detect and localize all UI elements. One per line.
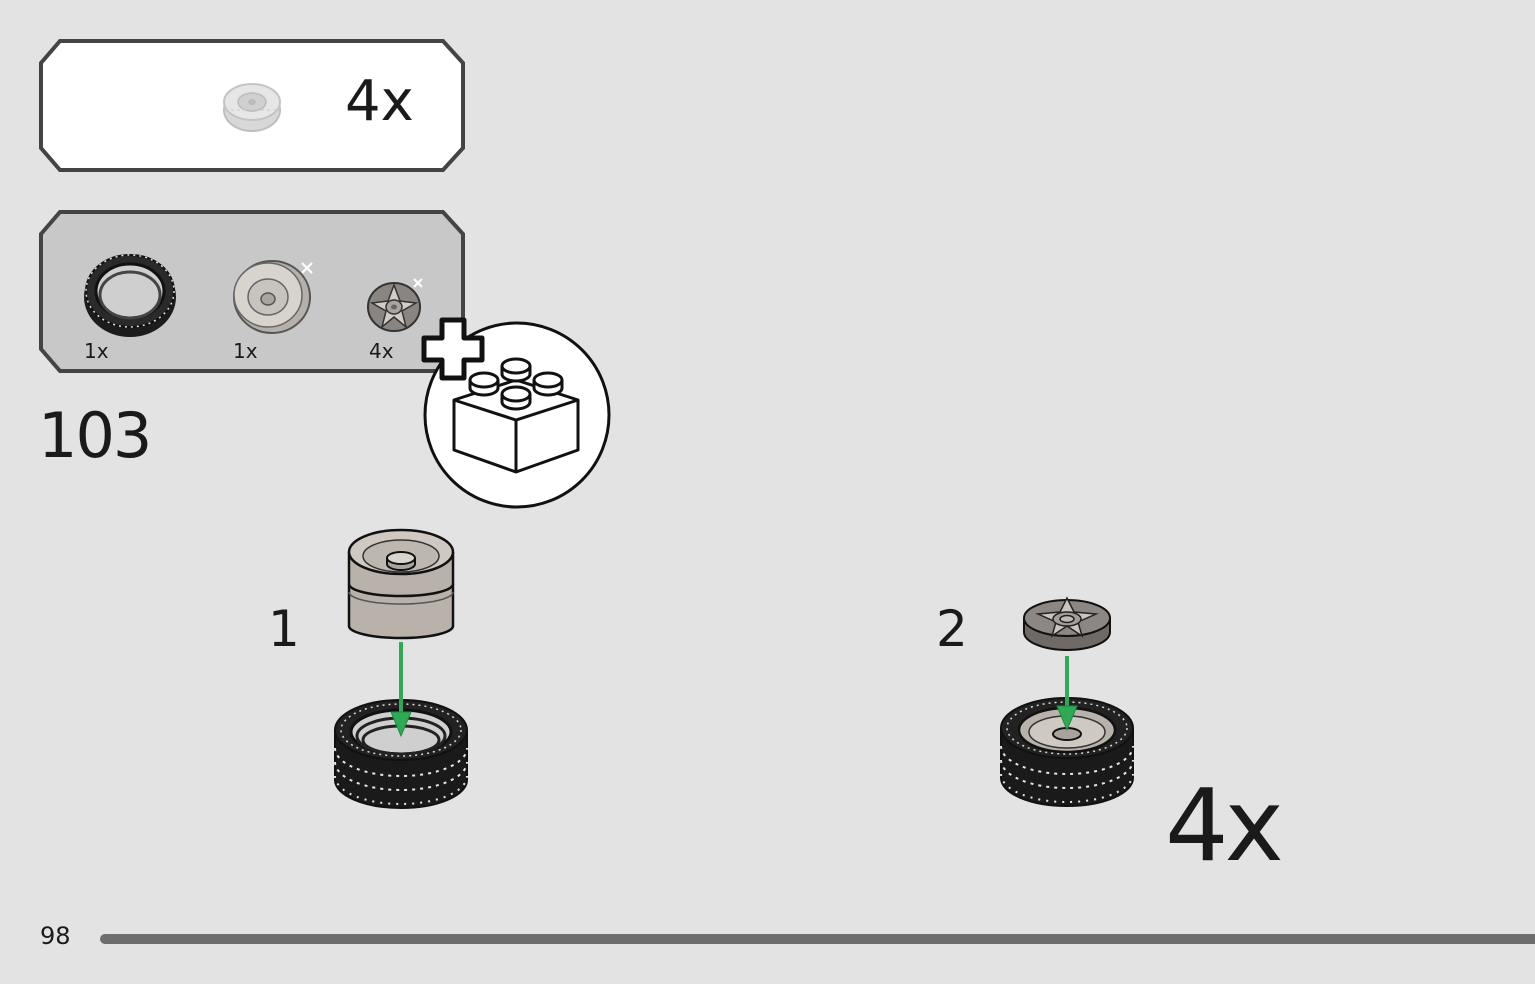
- lego-brick-plus-icon: [421, 317, 611, 509]
- rim-icon: [233, 260, 313, 334]
- part-quantity-tire: 1x: [84, 339, 109, 363]
- wheel-assembly-icon: [223, 83, 281, 132]
- page-number: 98: [40, 922, 71, 950]
- substep-number-2: 2: [936, 600, 968, 658]
- tire-icon: [84, 254, 176, 337]
- substep-number-1: 1: [268, 600, 300, 658]
- subassembly-quantity: 4x: [345, 69, 414, 134]
- progress-bar: [100, 934, 1535, 944]
- hub-cap-icon: [367, 278, 423, 332]
- assembly-arrow-2: [1056, 656, 1078, 732]
- part-quantity-hub-cap: 4x: [369, 339, 394, 363]
- rim-part-illustration: [347, 528, 455, 640]
- repeat-multiplier: 4x: [1165, 767, 1284, 884]
- hub-cap-part-illustration: [1023, 596, 1111, 651]
- step-number: 103: [38, 399, 152, 472]
- assembly-arrow-1: [390, 642, 412, 738]
- part-quantity-rim: 1x: [233, 339, 258, 363]
